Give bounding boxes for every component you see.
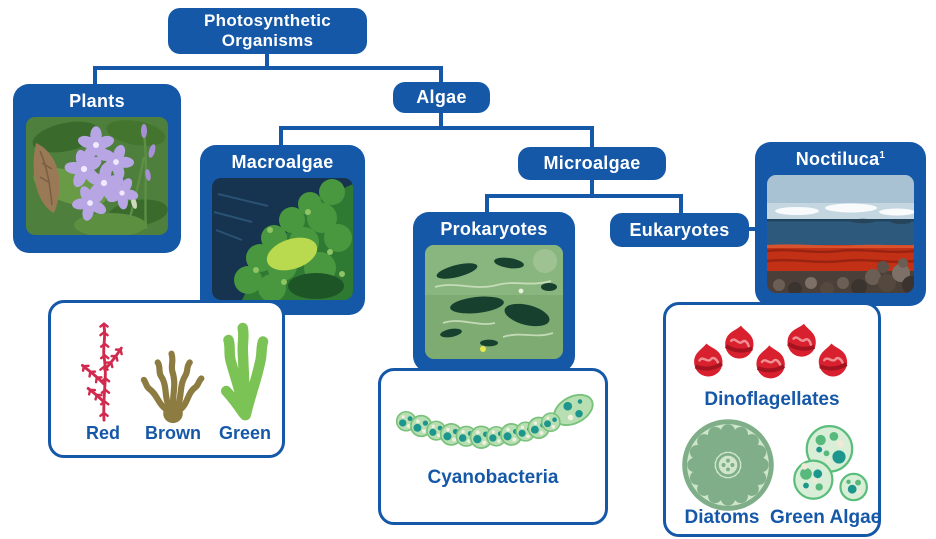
brown-seaweed-icon: [137, 345, 209, 425]
node-photosynthetic-organisms: Photosynthetic Organisms: [168, 8, 367, 54]
green-seaweed-icon: [215, 317, 275, 423]
dinoflagellates-icon: [686, 317, 858, 385]
macroalgae-type-label-brown: Brown: [145, 423, 201, 443]
node-microalgae-label: Microalgae: [543, 153, 641, 173]
node-eukaryotes-label: Eukaryotes: [629, 219, 730, 240]
red-seaweed-icon: [73, 315, 135, 423]
panel-macroalgae-types: Red Brown Green: [48, 300, 285, 458]
macroalgae-type-label-red: Red: [85, 423, 120, 443]
node-plants-label: Plants: [69, 91, 125, 111]
connector-eukaryotes-drop: [679, 194, 683, 217]
connector-microalgae-down: [590, 178, 594, 198]
diatom-icon: [682, 419, 774, 511]
connector-level1-horizontal: [93, 66, 443, 70]
connector-algae-drop: [439, 66, 443, 86]
eukaryote-example-label-diatoms: Diatoms: [684, 507, 760, 528]
connector-level3-horizontal: [485, 194, 683, 198]
eukaryote-example-label-green-algae: Green Algae: [770, 507, 882, 528]
eukaryote-example-label-dinoflagellates: Dinoflagellates: [704, 389, 840, 410]
node-prokaryotes: Prokaryotes: [413, 212, 575, 372]
cyanobacteria-icon: [393, 393, 595, 457]
prokaryotes-photo: [425, 245, 563, 359]
node-plants: Plants: [13, 84, 181, 253]
connector-eukaryotes-noctiluca: [745, 227, 759, 231]
connector-prokaryotes-drop: [485, 194, 489, 216]
panel-eukaryote-examples: Dinoflagellates: [663, 302, 881, 537]
node-noctiluca-label: Noctiluca1: [795, 149, 886, 169]
green-algae-icon: [784, 421, 872, 509]
node-macroalgae: Macroalgae: [200, 145, 365, 315]
connector-algae-down: [439, 110, 443, 130]
connector-root-down: [265, 50, 269, 70]
connector-plants-drop: [93, 66, 97, 88]
macroalgae-photo: [212, 178, 353, 300]
node-macroalgae-label: Macroalgae: [231, 152, 334, 172]
plants-photo: [26, 117, 168, 235]
node-algae-label: Algae: [416, 87, 467, 107]
panel-prokaryote-examples: Cyanobacteria: [378, 368, 608, 525]
node-photosynthetic-organisms-label: Photosynthetic Organisms: [204, 10, 331, 50]
connector-macroalgae-drop: [279, 126, 283, 149]
node-eukaryotes: Eukaryotes: [610, 213, 749, 247]
macroalgae-type-label-green: Green: [218, 423, 272, 443]
node-prokaryotes-label: Prokaryotes: [440, 219, 548, 239]
node-microalgae: Microalgae: [518, 147, 666, 180]
connector-microalgae-drop: [590, 126, 594, 151]
prokaryote-example-label-cyanobacteria: Cyanobacteria: [427, 467, 559, 488]
connector-level2-horizontal: [279, 126, 594, 130]
node-noctiluca: Noctiluca1: [755, 142, 926, 306]
node-algae: Algae: [393, 82, 490, 113]
noctiluca-photo: [767, 175, 914, 293]
